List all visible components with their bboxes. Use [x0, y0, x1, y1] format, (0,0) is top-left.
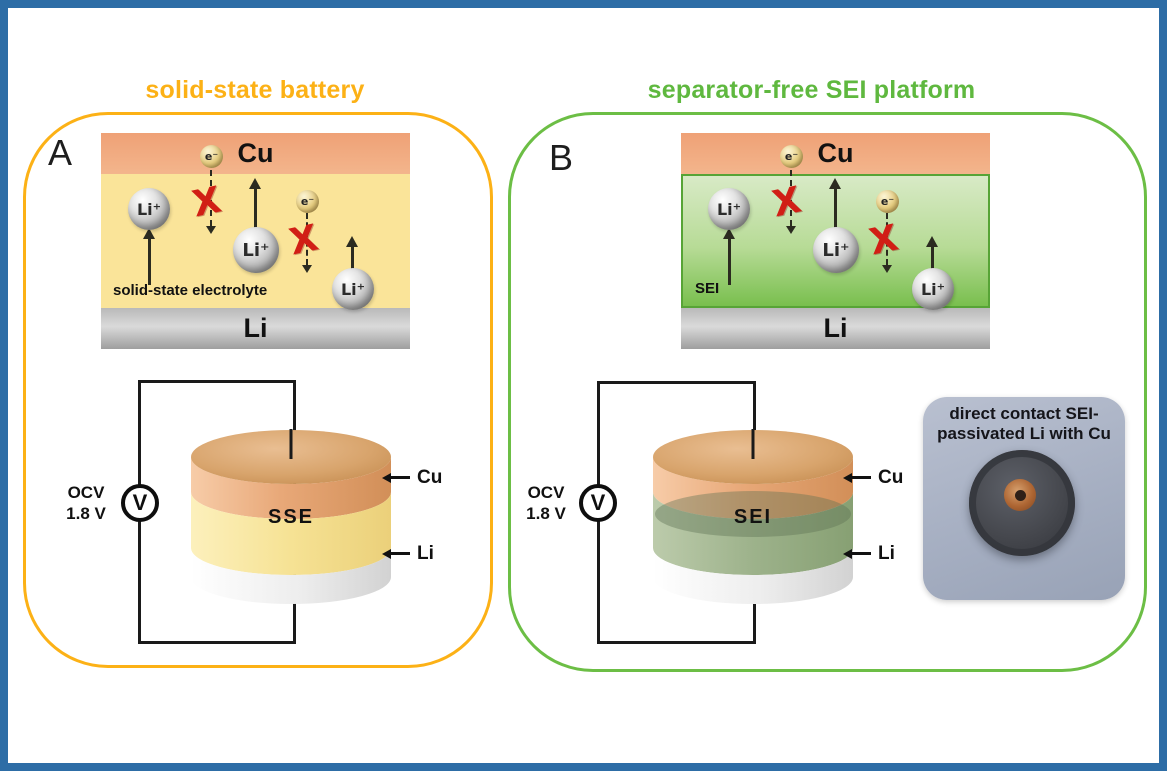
coin-cell-a	[191, 429, 391, 604]
coin-cell-photo: direct contact SEI- passivated Li with C…	[923, 397, 1125, 600]
copper-layer-label: Cu	[817, 138, 854, 168]
panel-a-layer-stack: Cu solid-state electrolyte Li Li⁺ Li⁺ Li…	[101, 133, 410, 349]
pointer-line	[852, 476, 871, 479]
cell-middle-label: SSE	[267, 506, 315, 528]
cu-pointer-label: Cu	[382, 468, 442, 487]
electron-sphere: e⁻	[200, 145, 223, 168]
ion-up-arrow	[249, 178, 262, 233]
left-arrow-icon	[382, 548, 391, 559]
panel-b-letter: B	[549, 137, 574, 178]
ion-up-arrow	[143, 228, 156, 285]
coin-cell-disc	[969, 450, 1075, 556]
ocv-label: OCV 1.8 V	[56, 482, 116, 524]
li-ion-sphere: Li⁺	[912, 268, 954, 310]
voltmeter-label: V	[590, 490, 606, 515]
photo-caption-line2: passivated Li with Cu	[937, 424, 1111, 443]
sei-layer-label: SEI	[695, 280, 720, 297]
electron-sphere: e⁻	[876, 190, 899, 213]
electrolyte-layer-label: solid-state electrolyte	[113, 282, 268, 299]
ocv-label: OCV 1.8 V	[516, 482, 576, 524]
electron-blocked-arrow	[882, 213, 893, 273]
copper-layer: Cu	[101, 133, 410, 174]
panel-b-border	[508, 112, 1147, 672]
panel-a-title: solid-state battery	[145, 76, 365, 104]
panel-b-layer-stack: Cu SEI Li Li⁺ Li⁺ Li⁺ e⁻ e⁻ X X	[681, 133, 990, 349]
electron-blocked-arrow	[206, 170, 217, 234]
panel-a-border	[23, 112, 493, 668]
pointer-line	[391, 476, 410, 479]
pointer-line	[391, 552, 410, 555]
electron-sphere: e⁻	[780, 145, 803, 168]
li-ion-sphere: Li⁺	[233, 227, 279, 273]
copper-layer-label: Cu	[237, 138, 274, 168]
li-ion-sphere: Li⁺	[708, 188, 750, 230]
cell-middle-label: SEI	[733, 506, 773, 528]
electron-blocked-arrow	[302, 213, 313, 273]
photo-caption-line1: direct contact SEI-	[949, 404, 1099, 423]
pointer-line	[852, 552, 871, 555]
voltmeter-label: V	[132, 490, 148, 515]
lithium-layer-label: Li	[243, 313, 268, 343]
cu-pointer-label: Cu	[843, 468, 903, 487]
li-ion-sphere: Li⁺	[332, 268, 374, 310]
copper-layer: Cu	[681, 133, 990, 174]
lithium-layer: Li	[681, 308, 990, 349]
ion-up-arrow	[926, 236, 939, 276]
voltmeter-icon: V	[579, 484, 617, 522]
li-ion-sphere: Li⁺	[128, 188, 170, 230]
panel-b-title: separator-free SEI platform	[647, 76, 976, 104]
left-arrow-icon	[843, 548, 852, 559]
ocv-line1: OCV	[527, 483, 565, 502]
ion-up-arrow	[723, 228, 736, 285]
li-ion-sphere: Li⁺	[813, 227, 859, 273]
coin-cell-b	[653, 429, 853, 604]
ocv-line2: 1.8 V	[66, 504, 106, 523]
contact-hole	[1014, 489, 1026, 501]
li-pointer-label: Li	[382, 544, 434, 563]
voltmeter-icon: V	[121, 484, 159, 522]
ocv-line1: OCV	[67, 483, 105, 502]
left-arrow-icon	[843, 472, 852, 483]
li-pointer-label: Li	[843, 544, 895, 563]
electron-sphere: e⁻	[296, 190, 319, 213]
panel-a-letter: A	[48, 132, 73, 173]
lithium-layer-label: Li	[823, 313, 848, 343]
left-arrow-icon	[382, 472, 391, 483]
photo-caption: direct contact SEI- passivated Li with C…	[923, 404, 1125, 444]
ion-up-arrow	[829, 178, 842, 233]
ion-up-arrow	[346, 236, 359, 276]
electron-blocked-arrow	[786, 170, 797, 234]
copper-contact-dot	[1004, 479, 1036, 511]
lithium-layer: Li	[101, 308, 410, 349]
ocv-line2: 1.8 V	[526, 504, 566, 523]
